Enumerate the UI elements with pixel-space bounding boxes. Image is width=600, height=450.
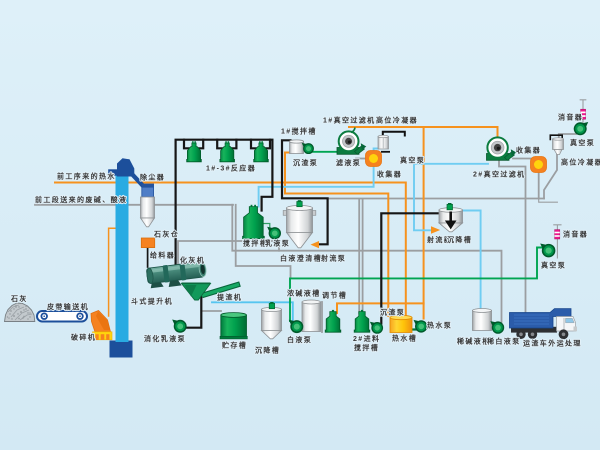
svg-text:乳液泵: 乳液泵 xyxy=(265,239,290,248)
svg-text:消音器: 消音器 xyxy=(558,113,583,122)
svg-text:提渣机: 提渣机 xyxy=(216,293,242,302)
svg-text:高位冷凝器: 高位冷凝器 xyxy=(376,116,418,125)
svg-text:石灰仓: 石灰仓 xyxy=(153,230,179,239)
svg-text:2#真空过滤机: 2#真空过滤机 xyxy=(473,170,526,179)
svg-text:沉渣泵: 沉渣泵 xyxy=(293,158,318,167)
svg-text:消音器: 消音器 xyxy=(563,230,588,239)
svg-text:白液澄清槽: 白液澄清槽 xyxy=(280,254,322,263)
svg-text:前工段送来的废碱、酸液: 前工段送来的废碱、酸液 xyxy=(35,195,127,204)
svg-text:热水泵: 热水泵 xyxy=(427,321,452,330)
svg-text:除尘器: 除尘器 xyxy=(140,173,165,182)
svg-text:前工序来的热水: 前工序来的热水 xyxy=(57,172,116,181)
svg-text:沉降槽: 沉降槽 xyxy=(447,235,472,244)
svg-text:斗式提升机: 斗式提升机 xyxy=(131,297,173,306)
svg-text:破碎机: 破碎机 xyxy=(71,333,96,342)
svg-text:收集器: 收集器 xyxy=(516,146,541,155)
svg-text:1#-3#反应器: 1#-3#反应器 xyxy=(206,164,256,173)
svg-text:搅拌槽: 搅拌槽 xyxy=(354,343,379,352)
svg-text:皮带输送机: 皮带输送机 xyxy=(46,302,89,311)
svg-text:真空泵: 真空泵 xyxy=(541,261,566,270)
svg-text:射流泵: 射流泵 xyxy=(320,254,346,263)
svg-text:1#搅拌槽: 1#搅拌槽 xyxy=(281,127,317,136)
svg-text:消化乳液泵: 消化乳液泵 xyxy=(144,334,186,343)
svg-text:石灰: 石灰 xyxy=(10,294,28,303)
svg-text:热水槽: 热水槽 xyxy=(392,334,417,343)
svg-text:浓碱液槽: 浓碱液槽 xyxy=(287,289,321,298)
svg-text:稀白液泵: 稀白液泵 xyxy=(487,337,521,346)
svg-text:调节槽: 调节槽 xyxy=(322,291,347,300)
svg-text:化灰机: 化灰机 xyxy=(180,256,205,265)
svg-text:贮存槽: 贮存槽 xyxy=(221,341,247,350)
svg-text:高位冷凝器: 高位冷凝器 xyxy=(561,158,600,167)
svg-text:稀碱液槽: 稀碱液槽 xyxy=(457,337,491,346)
svg-text:白液泵: 白液泵 xyxy=(287,335,312,344)
svg-text:射流器: 射流器 xyxy=(426,235,452,244)
svg-text:滤液泵: 滤液泵 xyxy=(336,158,361,167)
svg-text:真空泵: 真空泵 xyxy=(570,138,595,147)
svg-text:2#进料: 2#进料 xyxy=(353,334,380,343)
svg-text:1#真空过滤机: 1#真空过滤机 xyxy=(323,116,376,125)
svg-text:真空泵: 真空泵 xyxy=(400,156,425,165)
svg-text:沉渣泵: 沉渣泵 xyxy=(380,308,405,317)
svg-text:搅拌槽: 搅拌槽 xyxy=(243,239,268,248)
svg-text:给料器: 给料器 xyxy=(150,251,175,260)
svg-text:运渣车外运处理: 运渣车外运处理 xyxy=(523,339,582,348)
svg-text:收集器: 收集器 xyxy=(377,170,402,179)
svg-text:沉降槽: 沉降槽 xyxy=(255,346,280,355)
